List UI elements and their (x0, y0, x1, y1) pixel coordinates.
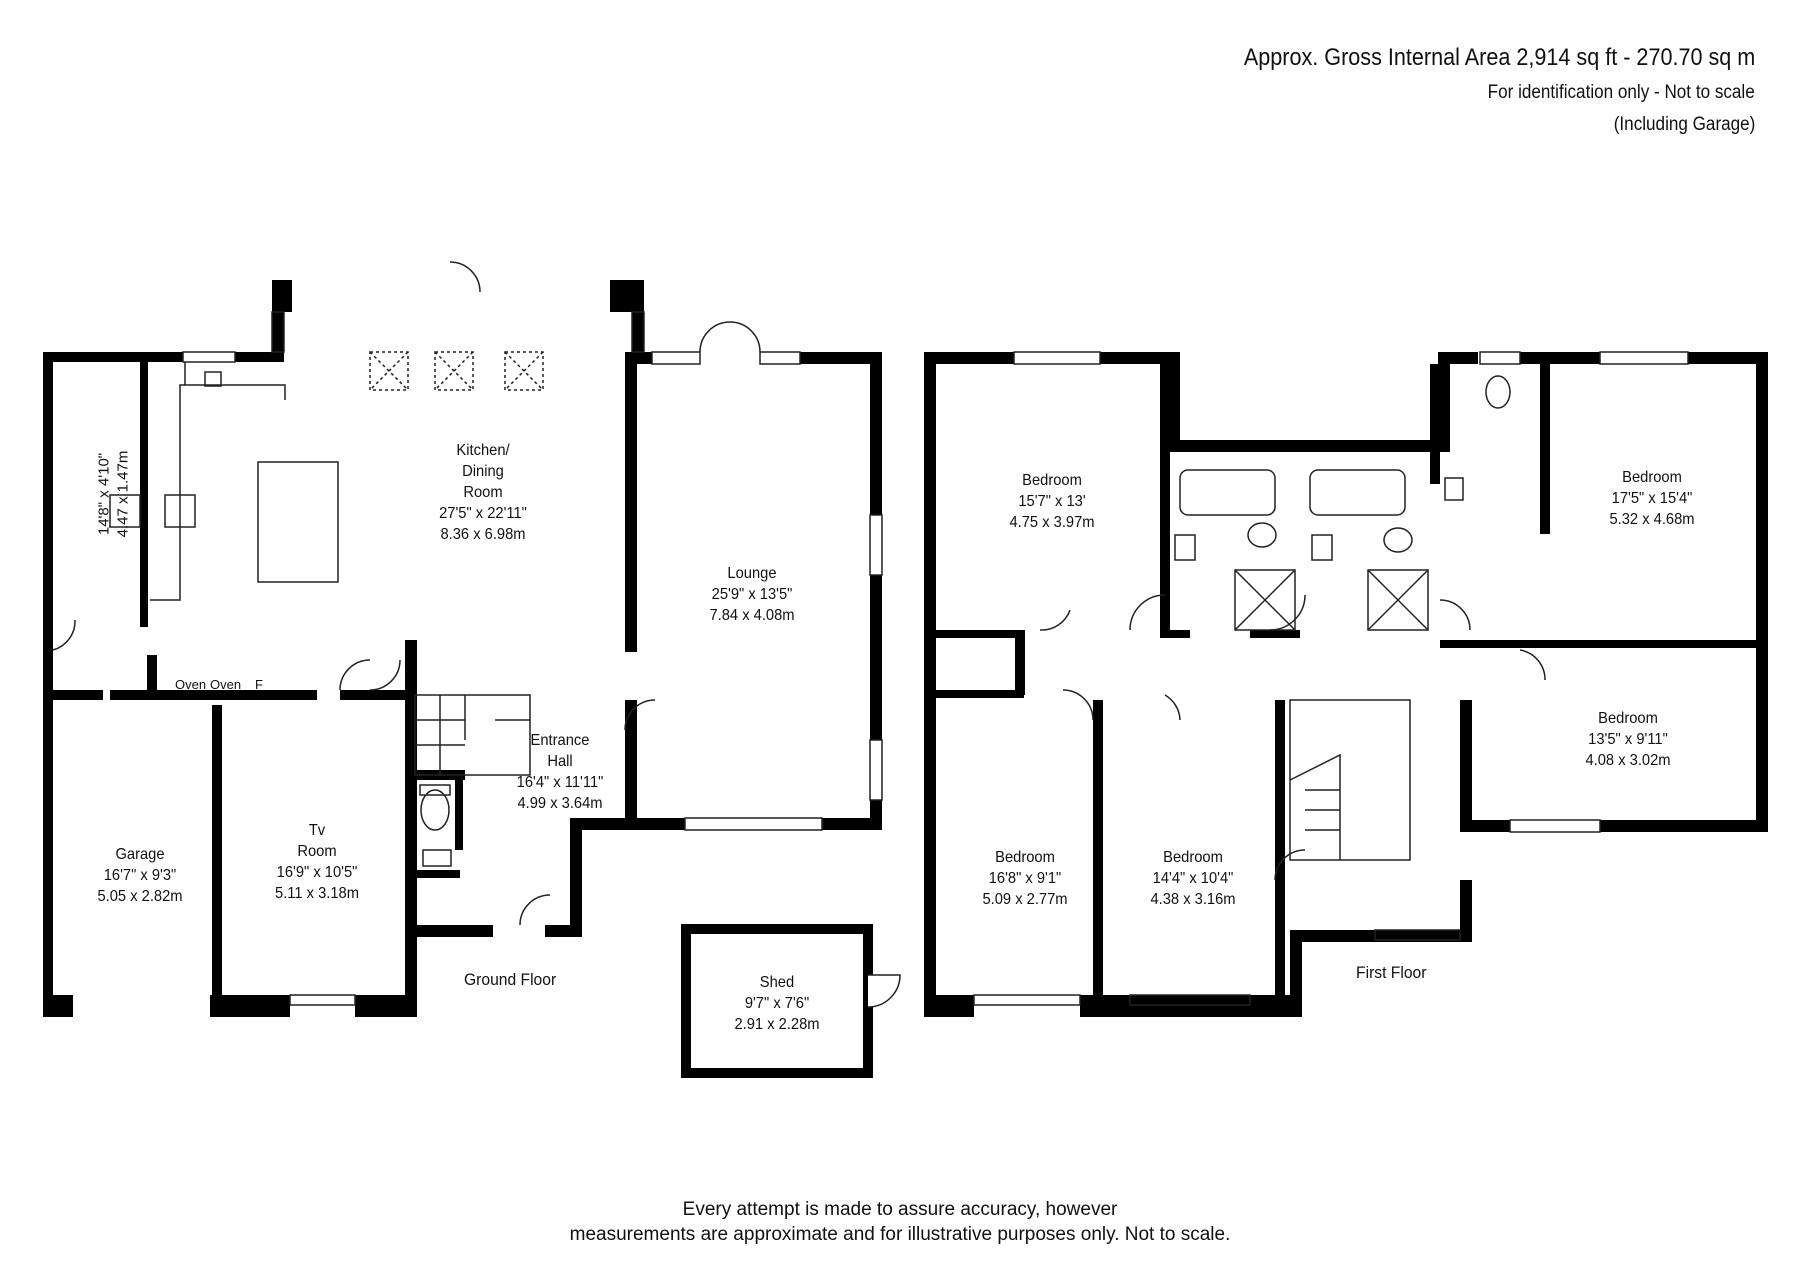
ground-floor-fittings (52, 261, 883, 1006)
room-lounge: Lounge 25'9" x 13'5" 7.84 x 4.08m (709, 565, 795, 624)
appliance-oven-2: Oven (210, 677, 242, 692)
identification-note: For identification only - Not to scale (1487, 82, 1755, 103)
room-garage: Garage 16'7" x 9'3" 5.05 x 2.82m (97, 846, 183, 905)
appliance-oven-1: Oven (175, 677, 207, 692)
room-bedroom-2: Bedroom 17'5" x 15'4" 5.32 x 4.68m (1609, 469, 1695, 528)
room-bedroom-3: Bedroom 13'5" x 9'11" 4.08 x 3.02m (1585, 710, 1671, 769)
first-floor-fittings (973, 351, 1689, 1006)
room-shed: Shed 9'7" x 7'6" 2.91 x 2.28m (734, 974, 820, 1033)
appliance-fridge: F (255, 677, 263, 692)
room-utility-dimensions: 14'8" x 4'10" 4.47 x 1.47m (95, 450, 132, 538)
disclaimer-footer: Every attempt is made to assure accuracy… (569, 1199, 1231, 1245)
room-entrance-hall: Entrance Hall 16'4" x 11'11" 4.99 x 3.64… (516, 732, 604, 812)
room-bedroom-5: Bedroom 14'4" x 10'4" 4.38 x 3.16m (1150, 849, 1236, 908)
room-bedroom-4: Bedroom 16'8" x 9'1" 5.09 x 2.77m (982, 849, 1068, 908)
room-bedroom-1: Bedroom 15'7" x 13' 4.75 x 3.97m (1009, 472, 1095, 531)
ground-floor-label: Ground Floor (464, 970, 557, 989)
first-floor-walls (924, 352, 1768, 1017)
including-garage-note: (Including Garage) (1613, 114, 1755, 135)
room-tv: Tv Room 16'9" x 10'5" 5.11 x 3.18m (274, 822, 360, 902)
room-kitchen-dining: Kitchen/ Dining Room 27'5" x 22'11" 8.36… (439, 442, 527, 543)
first-floor-label: First Floor (1356, 963, 1427, 982)
shed-walls (681, 924, 901, 1078)
ground-floor-walls (43, 280, 882, 1017)
gross-area-heading: Approx. Gross Internal Area 2,914 sq ft … (1243, 44, 1755, 71)
